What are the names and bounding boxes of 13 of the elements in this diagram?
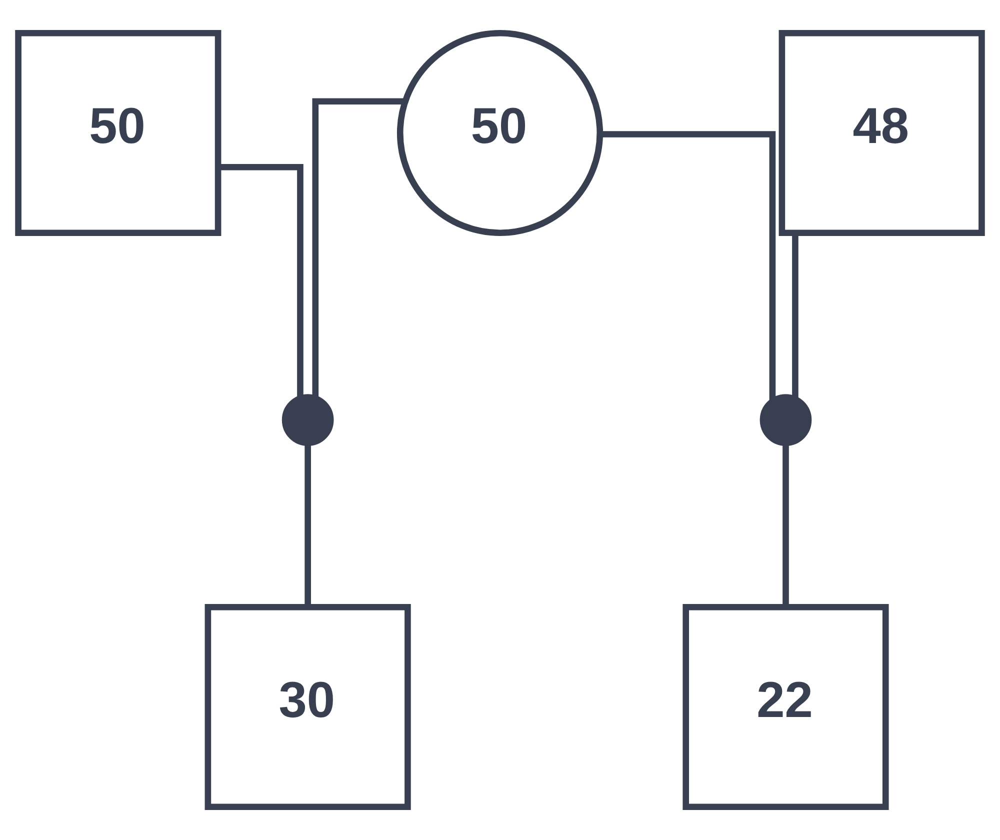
connector — [312, 98, 404, 398]
node-box: 22 — [682, 604, 889, 810]
connector — [218, 164, 304, 398]
node-circle — [760, 394, 812, 446]
connector — [600, 131, 776, 402]
node-circle — [282, 394, 334, 446]
node-box: 30 — [204, 604, 411, 810]
node-box: 48 — [778, 30, 985, 236]
connector — [782, 444, 789, 607]
node-circle: 50 — [396, 30, 604, 236]
connector — [304, 444, 311, 607]
node-box: 50 — [15, 30, 222, 236]
connector — [792, 233, 798, 400]
